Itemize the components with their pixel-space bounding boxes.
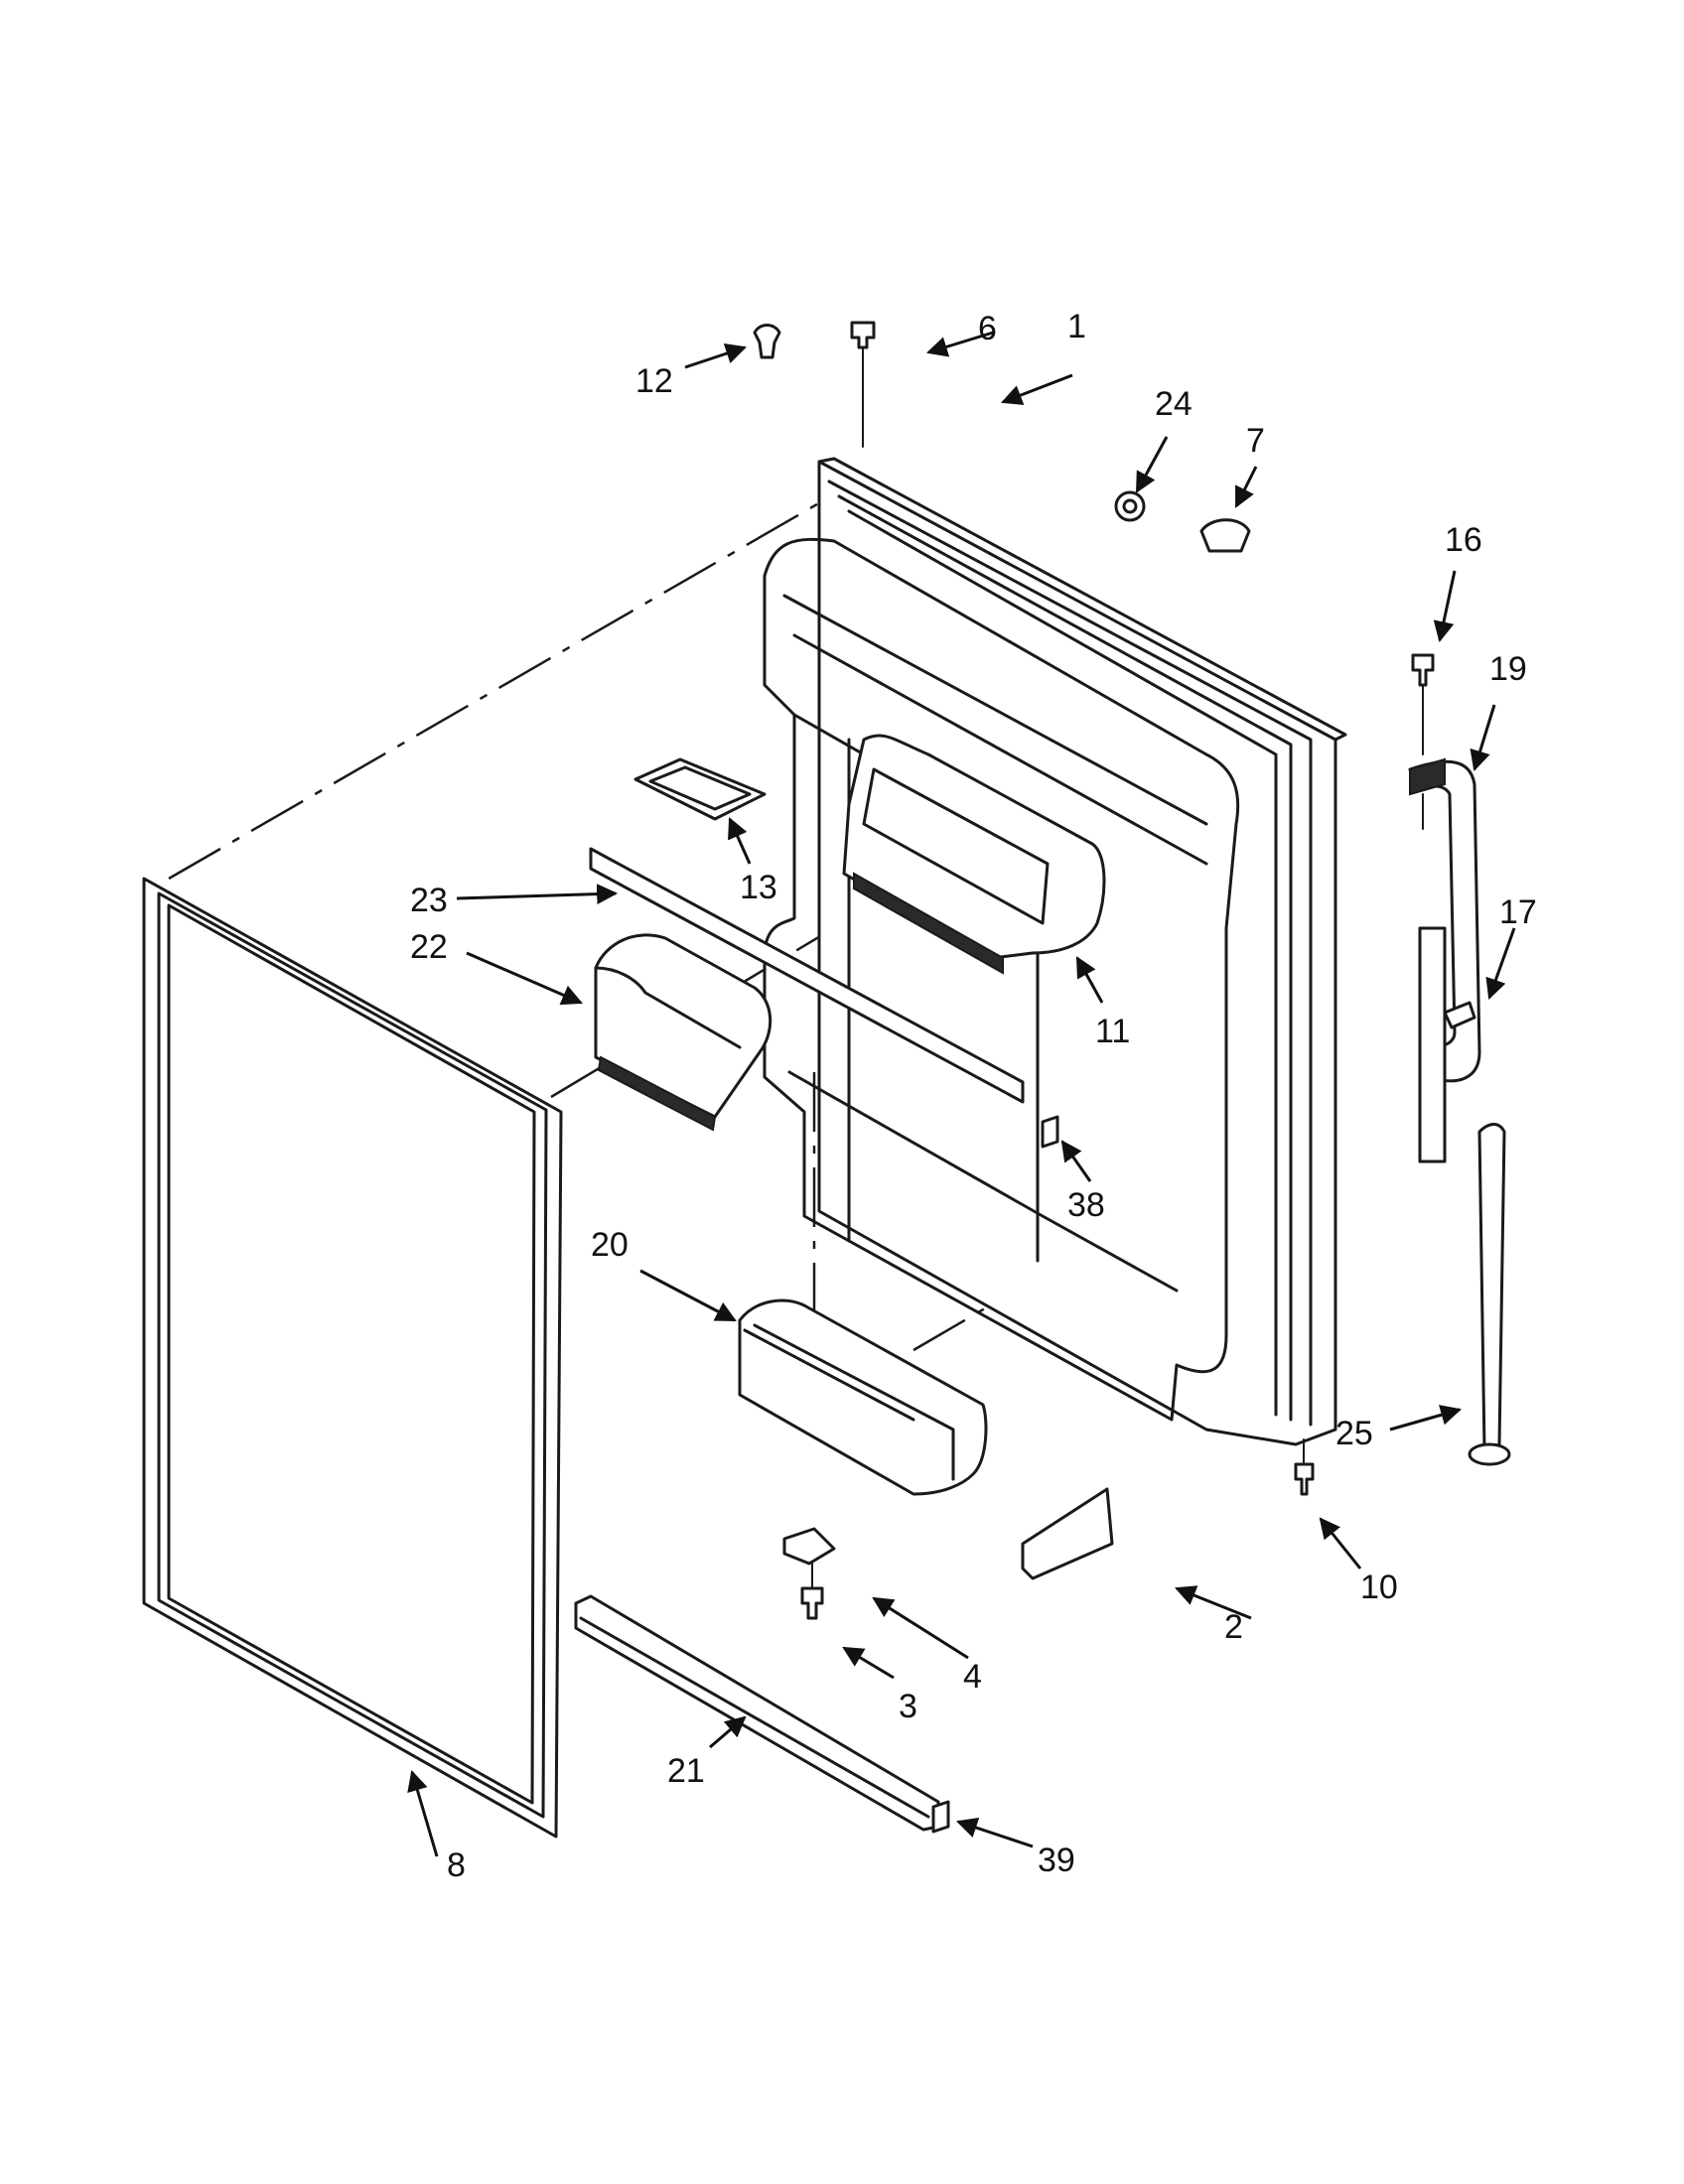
butter-compartment-part: [594, 933, 772, 1132]
clip-38: [1041, 1115, 1059, 1149]
nut-24: [1114, 490, 1146, 522]
callout-6: 6: [978, 310, 997, 347]
pointer-38: [1060, 1140, 1092, 1182]
callout-1: 1: [1067, 308, 1086, 345]
hardware-parts: [753, 321, 1476, 1834]
pointer-16: [1433, 570, 1457, 643]
callout-11: 11: [1095, 1013, 1130, 1050]
callout-7: 7: [1246, 422, 1265, 460]
callout-labels: 1 2 3 4 6 7 8 10 11 12 13 16 17 19 20 21…: [410, 308, 1537, 1884]
screw-3: [800, 1586, 824, 1620]
pointer-22: [466, 951, 583, 1006]
callout-24: 24: [1155, 385, 1193, 423]
pointer-24: [1135, 436, 1169, 493]
callout-8: 8: [447, 1846, 466, 1884]
pointer-3: [842, 1646, 895, 1680]
plug-12: [753, 324, 781, 359]
pointer-21: [709, 1715, 747, 1749]
callout-25: 25: [1335, 1415, 1373, 1452]
callout-22: 22: [410, 928, 448, 966]
callout-21: 21: [667, 1752, 705, 1790]
screw-10: [1294, 1462, 1315, 1496]
callout-10: 10: [1360, 1569, 1398, 1606]
pointer-1: [1001, 373, 1073, 405]
screw-6: [850, 321, 876, 349]
callout-13: 13: [740, 869, 777, 906]
pointer-23: [456, 884, 619, 905]
callout-39: 39: [1038, 1842, 1075, 1879]
callout-16: 16: [1445, 521, 1482, 559]
pointer-25: [1389, 1405, 1463, 1432]
callout-3: 3: [899, 1688, 917, 1725]
screw-17: [1443, 1001, 1476, 1029]
callout-20: 20: [591, 1226, 629, 1264]
screw-16: [1411, 653, 1435, 687]
pointer-8: [407, 1769, 439, 1857]
pointer-13: [728, 817, 752, 865]
callout-23: 23: [410, 882, 448, 919]
pointer-17: [1485, 927, 1516, 1000]
bracket-part: [1021, 1487, 1114, 1580]
pointer-10: [1319, 1517, 1362, 1570]
pad-part: [633, 757, 767, 821]
hinge-pin-part: [1468, 1123, 1511, 1466]
pointer-4: [872, 1596, 969, 1660]
door-handle-part: [1408, 757, 1481, 1163]
pointer-19: [1470, 704, 1496, 772]
hinge-4: [782, 1527, 836, 1566]
callout-4: 4: [963, 1658, 982, 1696]
callout-12: 12: [635, 362, 673, 400]
callout-38: 38: [1067, 1186, 1105, 1224]
plug-7: [1199, 518, 1251, 553]
callout-2: 2: [1224, 1608, 1243, 1646]
callout-19: 19: [1489, 650, 1527, 688]
clip-39: [931, 1800, 950, 1834]
callout-17: 17: [1499, 893, 1537, 931]
pointer-11: [1075, 956, 1104, 1004]
door-bin-part: [738, 1298, 988, 1496]
pointer-20: [639, 1269, 737, 1322]
callout-pointers: [407, 331, 1516, 1857]
pointer-12: [684, 343, 747, 369]
pointer-2: [1175, 1585, 1252, 1620]
pointer-6: [925, 331, 994, 357]
door-gasket-part: [142, 877, 563, 1839]
shelf-bar-part: [589, 847, 1025, 1104]
dairy-door-part: [842, 734, 1106, 975]
rail-strip-part: [574, 1594, 940, 1832]
pointer-7: [1234, 466, 1258, 508]
pointer-39: [956, 1818, 1034, 1848]
